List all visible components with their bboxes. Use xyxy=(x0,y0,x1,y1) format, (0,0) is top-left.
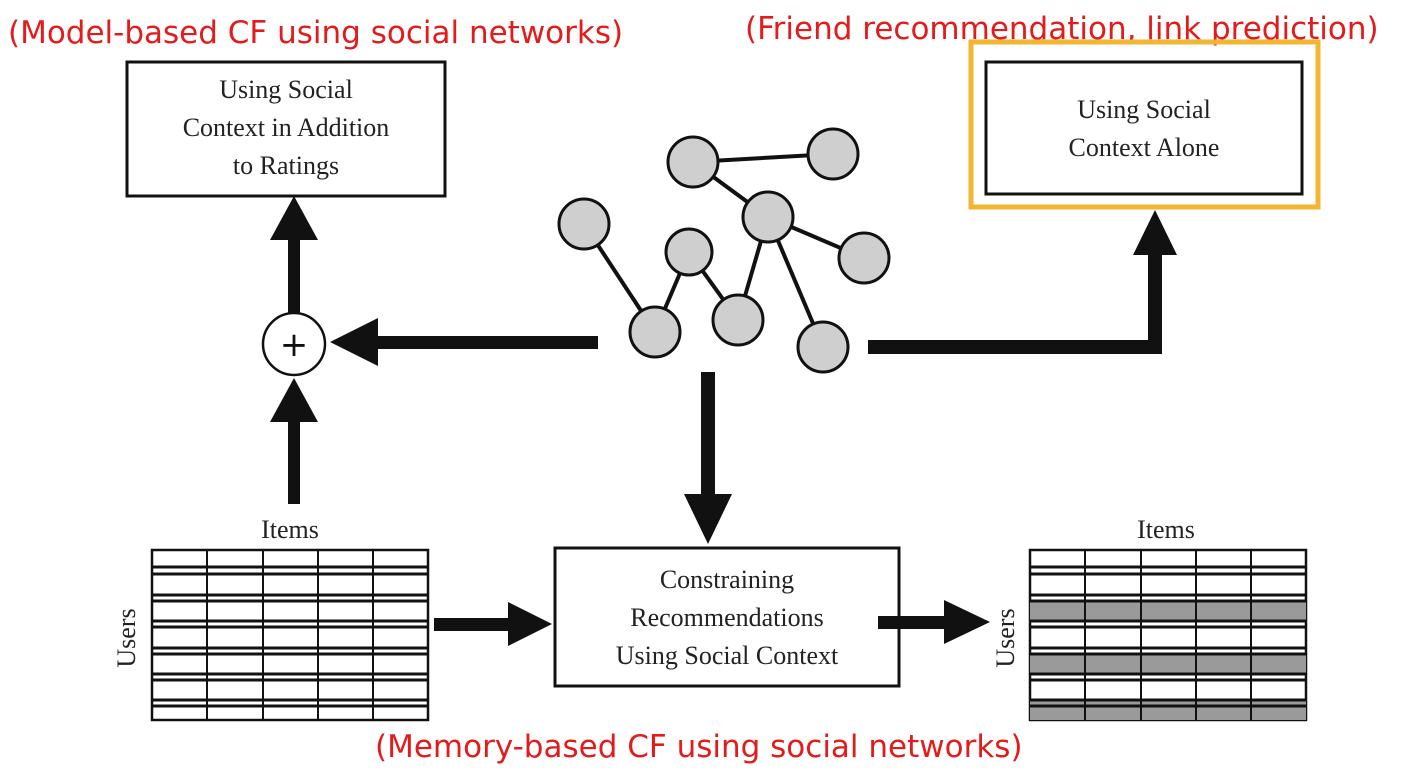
social-context-plus-ratings-box: Using Social Context in Addition to Rati… xyxy=(125,60,447,198)
arrow-items-to-plus xyxy=(270,378,318,504)
network-node xyxy=(741,190,795,244)
items-axis-label: Items xyxy=(1137,515,1195,544)
box-line-1: Constraining xyxy=(660,565,794,594)
highlight-frame xyxy=(968,39,1321,210)
arrow-plus-to-ratings-box xyxy=(270,196,318,316)
matrix-column-lines xyxy=(206,550,374,720)
items-axis-label: Items xyxy=(261,515,319,544)
box-line-2: Recommendations xyxy=(630,603,824,632)
arrow-network-to-constraining xyxy=(684,372,732,544)
shaded-rows xyxy=(1030,601,1306,720)
plus-combine-node: + xyxy=(261,311,327,377)
network-node xyxy=(796,320,850,374)
network-node xyxy=(666,135,720,189)
arrow-matrix-to-constraining xyxy=(434,602,552,646)
model-based-cf-annotation: (Model-based CF using social networks) xyxy=(8,15,624,51)
users-axis-label: Users xyxy=(991,608,1020,667)
friend-recommendation-annotation: (Friend recommendation, link prediction) xyxy=(745,11,1379,47)
memory-based-cf-annotation: (Memory-based CF using social networks) xyxy=(375,729,1023,765)
arrow-network-to-plus xyxy=(330,318,598,366)
users-axis-label: Users xyxy=(112,608,141,667)
social-context-alone-box: Using Social Context Alone xyxy=(984,60,1304,196)
constraining-recommendations-box: Constraining Recommendations Using Socia… xyxy=(553,546,901,688)
matrix-column-lines xyxy=(1084,550,1252,720)
box-line-3: to Ratings xyxy=(233,151,339,180)
right-rating-matrix: Items Users xyxy=(991,515,1308,722)
social-network-graph xyxy=(557,127,891,374)
box-line-2: Context in Addition xyxy=(183,113,390,142)
arrow-network-to-alone-box xyxy=(868,210,1177,354)
network-node xyxy=(628,305,682,359)
left-rating-matrix: Items Users xyxy=(112,515,430,722)
network-nodes xyxy=(557,127,891,374)
matrix-row-lines xyxy=(1030,565,1306,708)
arrow-constraining-to-matrix xyxy=(878,600,990,644)
box-line-1: Using Social xyxy=(1077,95,1211,124)
box-line-2: Context Alone xyxy=(1069,133,1220,162)
network-node xyxy=(557,197,611,251)
network-node xyxy=(837,231,891,285)
network-node xyxy=(711,293,765,347)
box-line-3: Using Social Context xyxy=(616,641,839,670)
network-node xyxy=(806,127,860,181)
network-node xyxy=(664,227,714,277)
matrix-row-lines xyxy=(152,565,428,708)
box-line-1: Using Social xyxy=(219,75,353,104)
plus-symbol: + xyxy=(280,325,309,365)
